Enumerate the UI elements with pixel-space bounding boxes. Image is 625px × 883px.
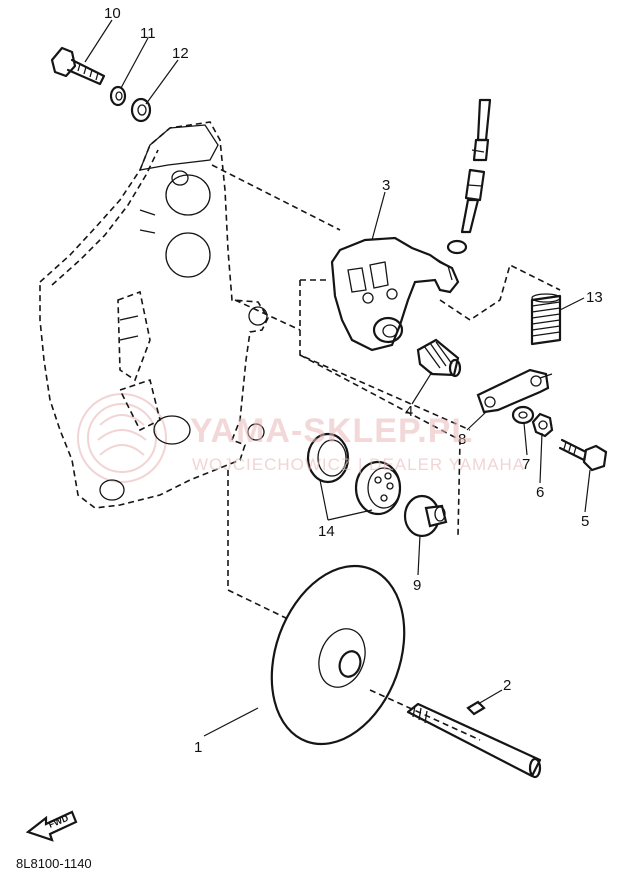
- lever-part-8: [476, 368, 553, 414]
- housing-part-3: [330, 236, 460, 352]
- group-outline-lower: [299, 354, 461, 536]
- drive-shaft: [406, 702, 542, 779]
- callout-labels: 10 11 12 3 13 4 8 7 6 5 14 9 2 1: [104, 5, 603, 756]
- bolt-part-5: [558, 438, 608, 472]
- callout-1: 1: [194, 739, 202, 756]
- leader-lines: [84, 19, 591, 737]
- engine-cover: [39, 121, 269, 509]
- callout-7: 7: [522, 456, 530, 473]
- callout-12: 12: [172, 45, 189, 62]
- watermark-title: YAMA-SKLEP.PL: [190, 412, 473, 450]
- callout-6: 6: [536, 484, 544, 501]
- seal-part-14a: [306, 432, 350, 484]
- callout-5: 5: [581, 513, 589, 530]
- forward-arrow-icon: FWD: [25, 810, 78, 842]
- callout-10: 10: [104, 5, 121, 22]
- shaft-part-4: [416, 338, 462, 378]
- seal-part-14b: [354, 460, 402, 516]
- watermark-logo-icon: [77, 393, 167, 483]
- sheave-part-1: [270, 564, 406, 746]
- guide-line-seal: [234, 299, 301, 331]
- nut-part-6: [531, 412, 554, 438]
- bolt-part-10: [50, 46, 106, 86]
- callout-11: 11: [140, 25, 156, 42]
- key-part-2: [466, 700, 486, 716]
- throttle-cable: [446, 98, 492, 255]
- callout-13: 13: [586, 289, 603, 306]
- callout-3: 3: [382, 177, 390, 194]
- callout-14: 14: [318, 523, 335, 540]
- washer-part-7: [511, 405, 535, 425]
- washer-part-11: [109, 85, 127, 107]
- guide-line-shaft: [369, 689, 481, 741]
- callout-2: 2: [503, 677, 511, 694]
- guide-line-center: [227, 470, 291, 621]
- spring-part-13: [530, 293, 562, 346]
- callout-8: 8: [458, 431, 466, 448]
- watermark-subtitle: WOJCIECHOWICZ | DEALER YAMAHA: [192, 455, 525, 474]
- callout-4: 4: [405, 403, 413, 420]
- callout-9: 9: [413, 577, 421, 594]
- guide-line-cover: [211, 164, 341, 231]
- impeller-part-9: [403, 494, 448, 538]
- washer-part-12: [130, 97, 152, 123]
- drawing-code: 8L8100-1140: [16, 856, 92, 871]
